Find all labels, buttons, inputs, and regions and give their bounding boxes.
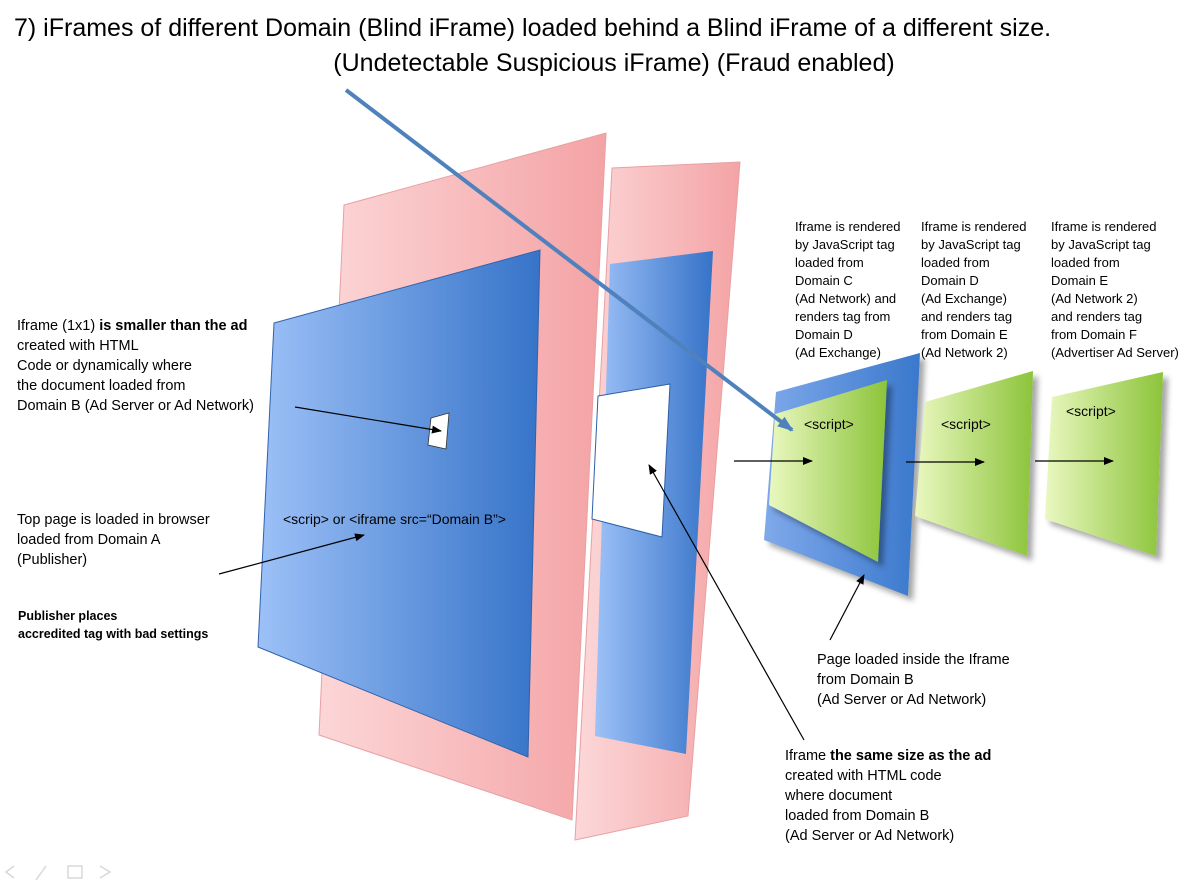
blue-top-page [257,249,541,758]
prev-slide-icon[interactable] [4,865,15,879]
label-iframe-1x1-rest: created with HTML Code or dynamically wh… [17,338,254,414]
label-iframe-same-size-pre: Iframe [785,748,831,764]
white-ad-slot [591,383,671,538]
pen-icon[interactable] [35,865,47,881]
label-script-or-iframe: <scrip> or <iframe src=“Domain B”> [283,511,506,527]
next-slide-icon[interactable] [99,865,112,879]
green-script-frame-2 [915,371,1033,556]
label-iframe-1x1: Iframe (1x1) is smaller than the ad creat… [17,316,287,416]
arrow-to-script-tag [218,533,365,575]
script-tag-1: <script> [804,416,854,432]
title-line-1: 7) iFrames of different Domain (Blind iF… [14,14,1052,42]
arrow-to-1x1 [294,406,442,434]
column-label-domain-d: Iframe is rendered by JavaScript tag loa… [921,219,1027,360]
menu-icon[interactable] [67,865,83,879]
green-script-frame-1 [769,380,887,562]
slide-controls[interactable] [4,865,112,881]
label-page-loaded: Page loaded inside the Iframe from Domai… [817,652,1010,708]
blue-callout-arrow [344,88,794,432]
label-iframe-same-size-rest: created with HTML code where document lo… [785,768,955,844]
label-iframe-1x1-pre: Iframe (1x1) [17,318,100,334]
label-iframe-same-size-bold: the same size as the ad [830,748,992,764]
label-iframe-1x1-bold: is smaller than the ad [99,318,248,334]
script-tag-2: <script> [941,416,991,432]
arrow-to-ad-slot [648,464,805,741]
label-top-page: Top page is loaded in browser loaded fro… [17,512,210,568]
script-tag-3: <script> [1066,403,1116,419]
title-line-2: (Undetectable Suspicious iFrame) (Fraud … [333,49,895,77]
column-label-domain-e: Iframe is rendered by JavaScript tag loa… [1051,219,1179,360]
label-iframe-same-size: Iframe the same size as the ad created wi… [785,746,1025,846]
green-script-frame-3 [1045,372,1163,556]
label-publisher-places: Publisher places accredited tag with bad… [18,609,209,641]
arrow-to-blue-page [829,574,865,641]
column-label-domain-c: Iframe is rendered by JavaScript tag loa… [795,219,901,360]
